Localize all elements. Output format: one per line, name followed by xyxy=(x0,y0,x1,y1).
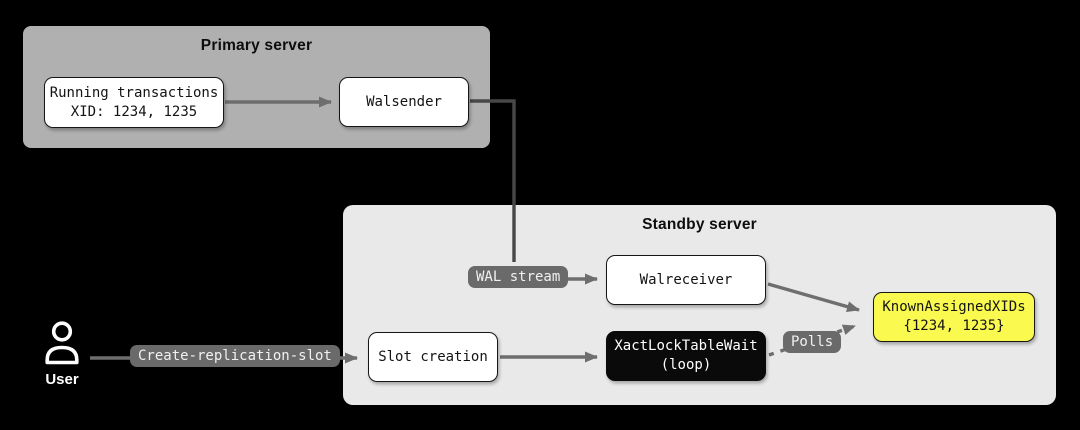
create-replication-slot-text: Create-replication-slot xyxy=(138,348,332,364)
polls-text: Polls xyxy=(791,334,834,350)
walsender-label: Walsender xyxy=(366,93,442,110)
xact-lock-table-wait-line2: (loop) xyxy=(660,357,712,373)
running-transactions-line1: Running transactions xyxy=(49,84,219,101)
polls-label: Polls xyxy=(783,331,842,353)
node-slot-creation: Slot creation xyxy=(368,332,498,382)
user-label: User xyxy=(45,371,79,388)
node-known-assigned-xids: KnownAssignedXIDs {1234, 1235} xyxy=(873,292,1035,342)
known-assigned-xids-line2: {1234, 1235} xyxy=(903,318,1005,334)
user-icon xyxy=(45,321,79,365)
node-xact-lock-table-wait: XactLockTableWait (loop) xyxy=(606,331,766,381)
known-assigned-xids-line1: KnownAssignedXIDs xyxy=(882,299,1026,316)
wal-stream-text: WAL stream xyxy=(476,269,561,285)
xact-lock-table-wait-line1: XactLockTableWait xyxy=(614,338,758,355)
running-transactions-line2: XID: 1234, 1235 xyxy=(70,103,198,120)
node-running-transactions: Running transactions XID: 1234, 1235 xyxy=(44,77,224,128)
wal-stream-label: WAL stream xyxy=(468,266,569,288)
primary-server-title: Primary server xyxy=(200,37,313,54)
standby-server-title: Standby server xyxy=(642,216,757,233)
node-walreceiver: Walreceiver xyxy=(606,255,766,305)
node-walsender: Walsender xyxy=(339,77,469,127)
create-replication-slot-label: Create-replication-slot xyxy=(130,345,340,367)
walreceiver-label: Walreceiver xyxy=(639,271,733,288)
slot-creation-label: Slot creation xyxy=(378,348,488,365)
